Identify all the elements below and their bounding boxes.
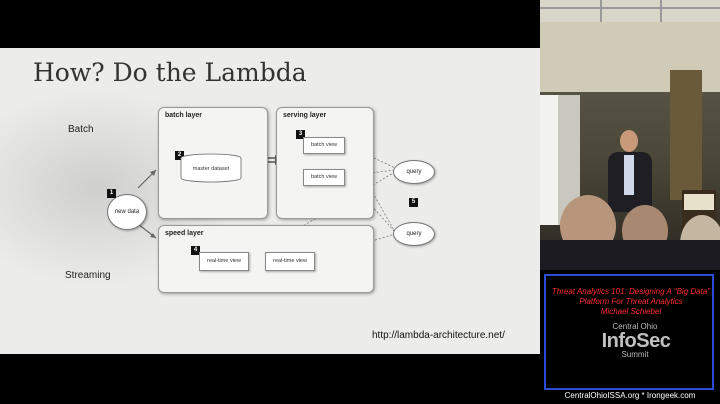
query-bubble-1: query bbox=[393, 160, 435, 184]
batch-layer-title: batch layer bbox=[165, 112, 202, 119]
step-4-badge: 4 bbox=[191, 246, 200, 255]
batch-view-2: batch view bbox=[303, 169, 345, 186]
screen-frame bbox=[558, 95, 580, 225]
speaker-shirt bbox=[624, 155, 634, 195]
streaming-label: Streaming bbox=[65, 270, 111, 281]
event-info-frame bbox=[544, 274, 714, 390]
conference-room-video bbox=[540, 0, 720, 270]
door bbox=[670, 70, 702, 200]
ceiling-grid bbox=[540, 7, 720, 9]
presentation-slide: How? Do the Lambda Batch Streaming new d… bbox=[0, 48, 540, 354]
step-2-badge: 2 bbox=[175, 151, 184, 160]
speed-layer-title: speed layer bbox=[165, 230, 204, 237]
speed-layer-box: speed layer 4 real-time view real-time v… bbox=[158, 225, 374, 293]
master-dataset-cylinder: master dataset bbox=[179, 153, 243, 183]
speaker-head bbox=[620, 130, 638, 152]
batch-layer-box: batch layer 2 master dataset bbox=[158, 107, 268, 219]
summit-logo-line2: InfoSec bbox=[601, 330, 671, 352]
new-data-bubble: new data bbox=[107, 194, 147, 230]
summit-logo-line3: Summit bbox=[621, 350, 649, 359]
new-data-label: new data bbox=[114, 209, 140, 215]
summit-logo-line1: Central Ohio bbox=[612, 322, 658, 331]
step-1-badge: 1 bbox=[107, 189, 116, 198]
podium-sign bbox=[684, 194, 714, 210]
slide-title: How? Do the Lambda bbox=[33, 58, 307, 87]
batch-label: Batch bbox=[68, 124, 94, 135]
batch-view-1: batch view bbox=[303, 137, 345, 154]
ceiling bbox=[540, 0, 720, 22]
talk-title: Threat Analytics 101: Designing A "Big D… bbox=[550, 287, 712, 317]
step-5-badge: 5 bbox=[409, 198, 418, 207]
projection-screen bbox=[540, 95, 558, 225]
talk-title-text: Threat Analytics 101: Designing A "Big D… bbox=[551, 287, 711, 306]
footer-credits: CentralOhioISSA.org * Irongeek.com bbox=[564, 391, 696, 400]
serving-layer-title: serving layer bbox=[283, 112, 327, 119]
master-dataset-label: master dataset bbox=[192, 166, 230, 172]
source-url: http://lambda-architecture.net/ bbox=[372, 330, 505, 341]
arrow-head-speed bbox=[150, 233, 156, 238]
real-time-view-2: real-time view bbox=[265, 252, 315, 271]
arrow-head-batch bbox=[150, 170, 156, 176]
step-3-badge: 3 bbox=[296, 130, 305, 139]
audience-shoulders bbox=[540, 240, 720, 270]
event-info-panel bbox=[540, 270, 720, 404]
speaker-name: Michael Schiebel bbox=[600, 307, 662, 316]
real-time-view-1: real-time view bbox=[199, 252, 249, 271]
query-bubble-2: query bbox=[393, 222, 435, 246]
diagram-connectors bbox=[137, 143, 396, 261]
serving-layer-box: serving layer 3 batch view batch view bbox=[276, 107, 374, 219]
